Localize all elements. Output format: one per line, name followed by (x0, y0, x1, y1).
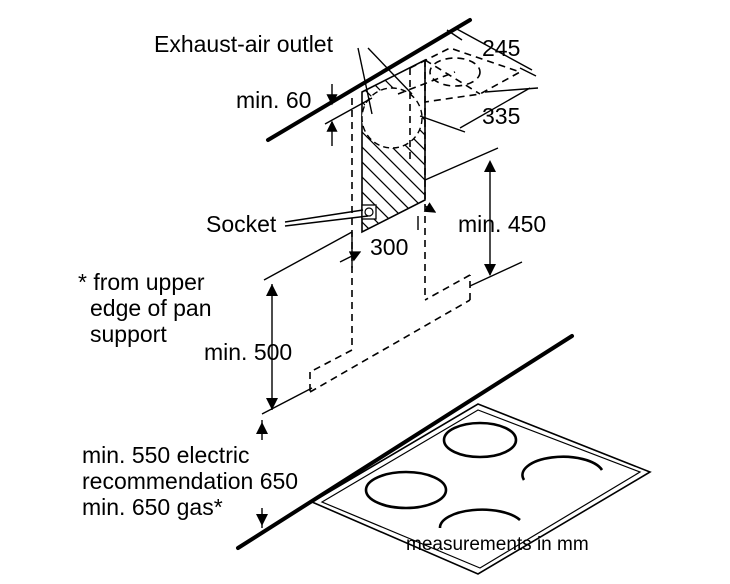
worktop-line (236, 334, 574, 550)
ceiling-line (266, 18, 472, 142)
label-min-500: min. 500 (204, 339, 292, 365)
dimension-min-550 (256, 420, 268, 528)
exhaust-leader-2 (367, 47, 413, 95)
burner-right (521, 455, 604, 481)
label-clearance-2: recommendation 650 (82, 468, 298, 494)
label-clearance-1: min. 550 electric (82, 442, 249, 468)
dimension-335 (419, 87, 539, 133)
burner-left (364, 470, 448, 510)
burner-front (438, 508, 521, 529)
exhaust-leader-1 (357, 47, 373, 115)
label-min-60: min. 60 (236, 87, 311, 113)
label-clearance-3: min. 650 gas* (82, 494, 223, 520)
ext-line-450-bottom (469, 261, 523, 287)
ext-line-500-top (263, 231, 353, 281)
socket-marker (284, 204, 377, 227)
label-footnote-3: support (90, 321, 167, 347)
dimension-300 (339, 202, 437, 268)
ext-line-450-top (424, 147, 499, 181)
label-socket: Socket (206, 211, 277, 237)
cooktop (310, 403, 652, 575)
dimension-min-60 (324, 84, 373, 146)
label-min-450: min. 450 (458, 211, 546, 237)
ceiling-footprint-dashed (397, 47, 522, 103)
label-units: measurements in mm (406, 534, 589, 555)
burner-rear (442, 421, 518, 459)
ext-line-500-bottom (261, 387, 313, 415)
dimension-min-500 (266, 284, 278, 410)
label-245: 245 (482, 35, 520, 61)
label-footnote-1: * from upper (78, 269, 205, 295)
label-exhaust-outlet: Exhaust-air outlet (154, 31, 334, 57)
label-335: 335 (482, 103, 520, 129)
label-footnote-2: edge of pan (90, 295, 212, 321)
dimension-min-450 (484, 160, 496, 276)
label-300: 300 (370, 234, 408, 260)
dimension-245 (446, 27, 537, 77)
